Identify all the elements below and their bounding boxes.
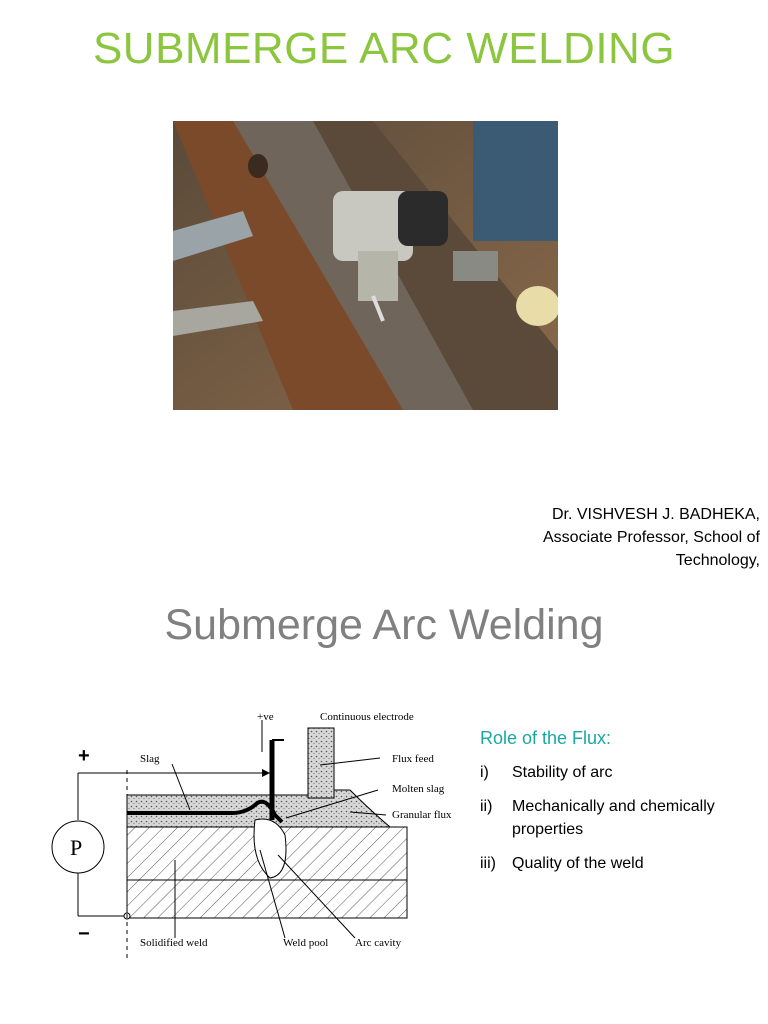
- list-text: Quality of the weld: [512, 855, 644, 872]
- list-text: Stability of arc: [512, 764, 613, 781]
- power-source-label: P: [70, 835, 82, 860]
- list-item: i) Stability of arc: [480, 761, 760, 784]
- label-granular-flux: Granular flux: [392, 809, 452, 821]
- list-text: Mechanically and chemically properties: [512, 798, 715, 838]
- list-number: i): [480, 764, 489, 781]
- label-weld-pool: Weld pool: [283, 937, 328, 949]
- label-plus-ve: +ve: [257, 711, 274, 723]
- list-number: iii): [480, 855, 496, 872]
- welding-photo: [173, 121, 558, 410]
- author-line: Associate Professor, School of: [543, 529, 760, 546]
- saw-process-diagram: + − P +ve Continuous electrode Slag Flux…: [50, 700, 470, 965]
- label-minus: −: [78, 923, 90, 945]
- label-plus: +: [78, 745, 90, 767]
- label-arc-cavity: Arc cavity: [355, 937, 402, 949]
- author-line: Technology,: [675, 552, 760, 569]
- slide2-title: Submerge Arc Welding: [164, 601, 604, 649]
- label-molten-slag: Molten slag: [392, 783, 445, 795]
- author-line: Dr. VISHVESH J. BADHEKA,: [551, 506, 760, 523]
- label-solidified-weld: Solidified weld: [140, 937, 208, 949]
- list-item: iii) Quality of the weld: [480, 852, 760, 875]
- label-slag: Slag: [140, 753, 160, 765]
- flux-heading: Role of the Flux:: [480, 728, 612, 748]
- list-item: ii) Mechanically and chemically properti…: [480, 795, 760, 841]
- list-number: ii): [480, 798, 493, 815]
- flux-roles: Role of the Flux: i) Stability of arc ii…: [480, 728, 760, 886]
- label-flux-feed: Flux feed: [392, 753, 434, 765]
- slide-title: SUBMERGE ARC WELDING: [92, 24, 676, 73]
- label-continuous-electrode: Continuous electrode: [320, 711, 414, 723]
- author-info: Dr. VISHVESH J. BADHEKA, Associate Profe…: [430, 503, 760, 572]
